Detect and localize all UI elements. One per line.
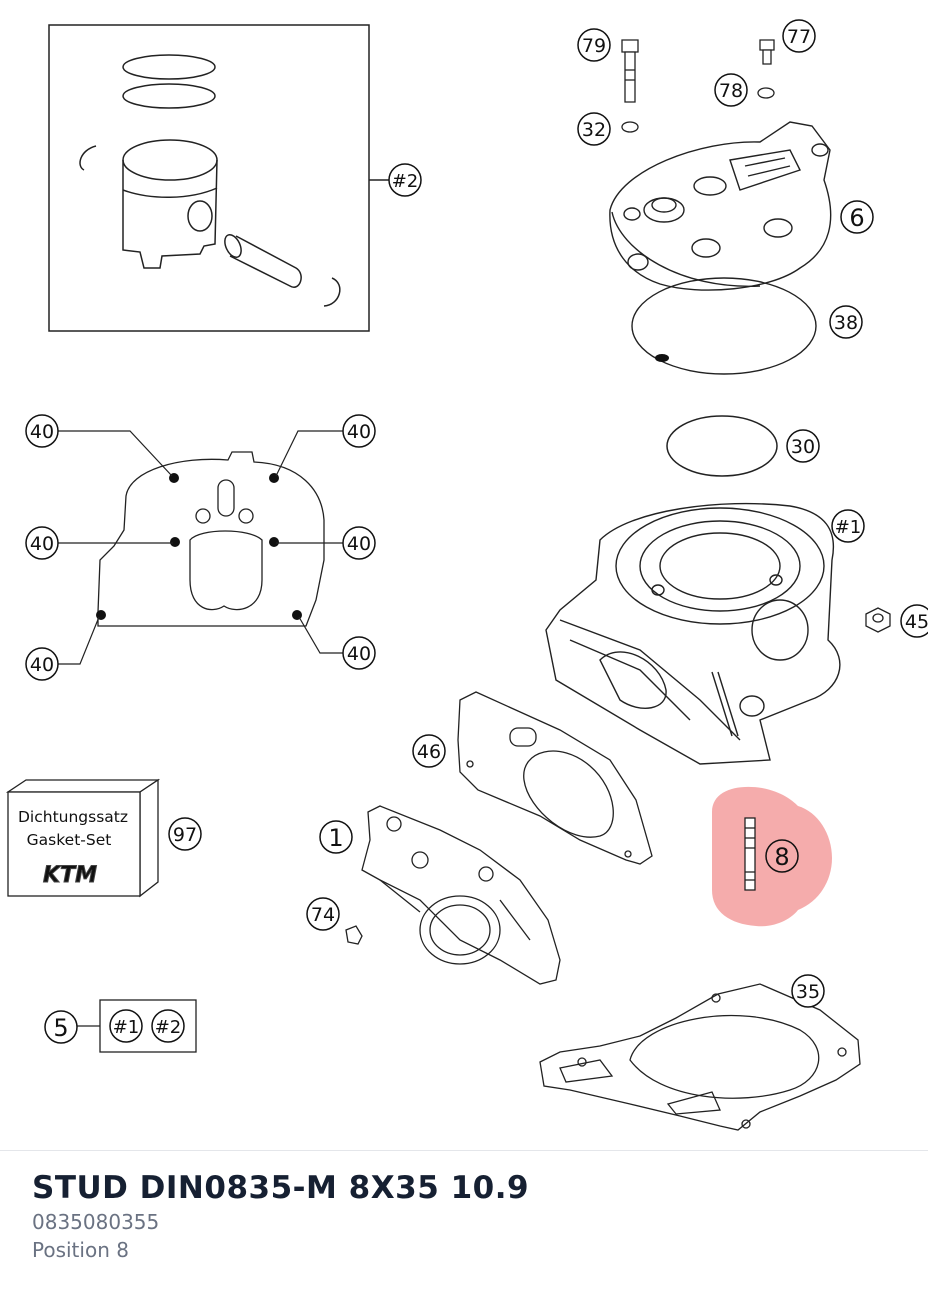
svg-text:38: 38 [834,312,858,334]
gasket-46 [457,691,653,865]
kit-item-1[interactable]: #1 [109,1009,143,1043]
callout-6[interactable]: 6 [840,200,874,234]
callout-30[interactable]: 30 [786,429,820,463]
callout-40-bottom-right[interactable]: 40 [342,636,376,670]
callout-h2-piston[interactable]: #2 [388,163,422,197]
svg-text:46: 46 [417,741,441,763]
svg-text:79: 79 [582,35,606,57]
svg-text:1: 1 [328,824,343,852]
o-ring-38 [631,277,817,375]
svg-text:40: 40 [30,421,54,443]
svg-text:6: 6 [849,204,864,232]
svg-text:#2: #2 [155,1017,182,1038]
svg-text:40: 40 [30,654,54,676]
callout-h1-cylinder[interactable]: #1 [831,509,865,543]
highlight-blob [712,786,832,927]
svg-text:#1: #1 [835,517,862,538]
callout-46[interactable]: 46 [412,734,446,768]
svg-text:32: 32 [582,119,606,141]
washer-78 [757,87,775,99]
clip-74 [345,925,363,945]
svg-text:30: 30 [791,436,815,458]
piston-kit-group [48,24,389,332]
part-name: STUD DIN0835-M 8X35 10.9 [32,1170,530,1206]
callout-74[interactable]: 74 [306,897,340,931]
svg-text:45: 45 [905,611,928,633]
kit-5 [77,999,197,1053]
o-ring-30 [666,415,778,477]
cylinder-h1 [545,502,841,765]
svg-text:35: 35 [796,981,820,1003]
callout-40-top-left[interactable]: 40 [25,414,59,448]
svg-text:40: 40 [30,533,54,555]
kit-item-2[interactable]: #2 [151,1009,185,1043]
screw-77 [759,39,775,65]
callout-40-mid-right[interactable]: 40 [342,526,376,560]
svg-text:8: 8 [774,843,789,871]
callout-97[interactable]: 97 [168,817,202,851]
svg-text:78: 78 [719,80,743,102]
callout-35[interactable]: 35 [791,974,825,1008]
callout-8[interactable]: 8 [765,839,799,873]
gasket-set-box: Dichtungssatz Gasket-Set KTM [5,778,161,898]
svg-text:40: 40 [347,643,371,665]
svg-text:40: 40 [347,533,371,555]
cylinder-head-6 [609,121,832,291]
stud-8 [744,817,756,891]
part-position: Position 8 [32,1238,129,1262]
ktm-logo: KTM [43,863,97,888]
nut-45 [865,607,891,633]
svg-text:Dichtungssatz: Dichtungssatz [18,808,128,826]
part-number: 0835080355 [32,1210,160,1234]
callout-40-mid-left[interactable]: 40 [25,526,59,560]
svg-text:#1: #1 [113,1017,140,1038]
bolt-79 [621,39,639,103]
gasket-40 [58,430,343,665]
callout-40-top-right[interactable]: 40 [342,414,376,448]
washer-32 [621,121,639,133]
info-divider [0,1150,928,1151]
callout-45[interactable]: 45 [900,604,928,638]
svg-text:74: 74 [311,904,335,926]
callout-1[interactable]: 1 [319,820,353,854]
callout-38[interactable]: 38 [829,305,863,339]
svg-text:40: 40 [347,421,371,443]
svg-text:77: 77 [787,26,811,48]
svg-text:#2: #2 [392,171,419,192]
callout-78[interactable]: 78 [714,73,748,107]
callout-32[interactable]: 32 [577,112,611,146]
part-info-panel: STUD DIN0835-M 8X35 10.9 0835080355 Posi… [32,1168,908,1264]
svg-text:97: 97 [173,824,197,846]
callout-40-bottom-left[interactable]: 40 [25,647,59,681]
exploded-parts-diagram: #2 [5,19,928,1131]
svg-text:5: 5 [53,1014,68,1042]
callout-77[interactable]: 77 [782,19,816,53]
svg-text:Gasket-Set: Gasket-Set [27,831,112,849]
gasket-35 [539,983,861,1131]
flange-1 [361,805,561,985]
callout-5[interactable]: 5 [44,1010,78,1044]
callout-79[interactable]: 79 [577,28,611,62]
